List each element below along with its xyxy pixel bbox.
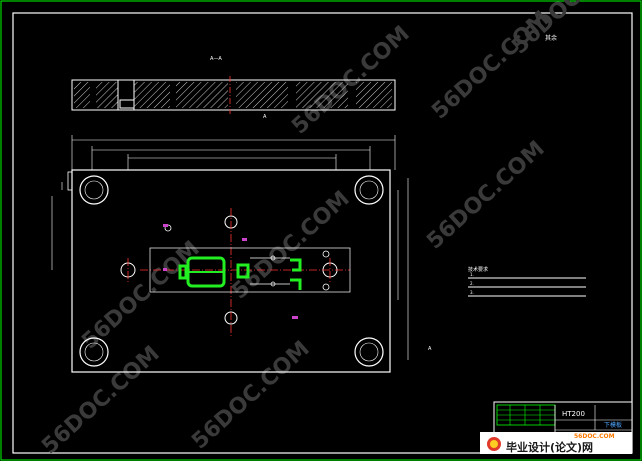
dimension-lines <box>51 135 409 360</box>
watermark-text: 56DOC.COM <box>507 0 634 59</box>
section-marker-a: A <box>263 114 267 120</box>
die-cavity-details <box>149 247 351 293</box>
watermark-text: 56DOC.COM <box>422 136 549 254</box>
brand-name: 毕业设计(论文)网 <box>506 440 593 454</box>
material-label: HT200 <box>562 410 585 418</box>
accent-markers <box>163 224 298 319</box>
section-marker-a: A <box>428 346 432 352</box>
note-line: 1. <box>470 272 474 277</box>
technical-notes[interactable]: 技术要求 1. 2. 3. <box>468 266 586 297</box>
center-lines <box>127 208 350 336</box>
part-name: 下模板 <box>604 421 622 429</box>
guide-post-hole[interactable] <box>79 337 109 367</box>
corner-note: 其余 <box>545 34 557 42</box>
section-label: A—A <box>210 56 222 62</box>
note-line: 2. <box>470 281 474 286</box>
watermark-group: 56DOC.COM 56DOC.COM 56DOC.COM 56DOC.COM … <box>37 0 634 459</box>
notes-heading: 技术要求 <box>468 266 488 273</box>
pin-hole[interactable] <box>322 283 330 291</box>
watermark-text: 56DOC.COM <box>37 341 164 459</box>
pin-hole[interactable] <box>322 250 330 258</box>
die-cavity[interactable] <box>178 256 302 290</box>
brand-url: 56DOC.COM <box>574 433 615 440</box>
section-view[interactable] <box>71 76 396 114</box>
watermark-text: 56DOC.COM <box>187 336 314 454</box>
brand-banner[interactable]: 56DOC.COM 毕业设计(论文)网 <box>480 432 632 454</box>
guide-post-hole[interactable] <box>354 337 384 367</box>
watermark-text: 56DOC.COM <box>77 236 204 354</box>
guide-post-hole[interactable] <box>354 175 384 205</box>
note-line: 3. <box>470 290 474 295</box>
guide-post-hole[interactable] <box>79 175 109 205</box>
inner-frame <box>12 12 633 454</box>
watermark-text: 56DOC.COM <box>227 186 354 304</box>
